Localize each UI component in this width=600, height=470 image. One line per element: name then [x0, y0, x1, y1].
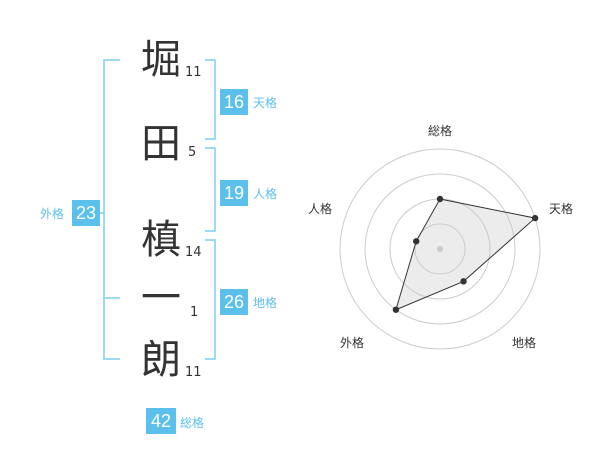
jinkaku-label: 人格: [253, 187, 278, 201]
radar-center: [437, 246, 443, 252]
chikaku-label: 地格: [253, 296, 278, 310]
stroke-count-5: 11: [185, 365, 202, 380]
radar-point: [413, 238, 420, 245]
radar-axis-label-soukaku: 総格: [428, 124, 453, 138]
radar-point: [531, 214, 539, 222]
tenkaku-badge: 16: [220, 89, 248, 115]
radar-ring: [414, 223, 466, 275]
gaikaku-label: 外格: [40, 207, 65, 221]
chikaku-bracket: [205, 239, 216, 360]
stroke-count-1: 11: [185, 65, 202, 80]
name-char-2: 田: [141, 121, 181, 167]
radar-point: [436, 195, 444, 203]
jinkaku-bracket: [205, 147, 216, 232]
name-char-5: 朗: [141, 337, 181, 383]
radar-ring: [364, 173, 516, 325]
chikaku-badge: 26: [220, 289, 248, 315]
soukaku-badge: 42: [146, 408, 176, 434]
radar-point: [392, 306, 400, 313]
name-char-4: 一: [141, 275, 181, 321]
radar-point: [460, 278, 467, 285]
tenkaku-label: 天格: [253, 96, 278, 110]
stroke-count-3: 14: [185, 245, 202, 260]
radar-axis-label-jinkaku: 人格: [308, 202, 333, 216]
stroke-count-4: 1: [190, 305, 199, 320]
gaikaku-bracket: [103, 59, 120, 360]
name-char-3: 槙: [141, 217, 181, 263]
gaikaku-badge: 23: [72, 200, 100, 226]
radar-axis-label-gaikaku: 外格: [340, 336, 365, 350]
stroke-count-2: 5: [188, 145, 197, 160]
name-char-1: 堀: [141, 37, 181, 83]
radar-ring: [339, 148, 541, 350]
tenkaku-bracket: [205, 59, 216, 140]
radar-axis-label-tenkaku: 天格: [549, 202, 574, 216]
soukaku-label: 総格: [180, 416, 205, 430]
radar-polygon: [395, 198, 537, 311]
jinkaku-badge: 19: [220, 180, 248, 206]
radar-axis-label-chikaku: 地格: [512, 336, 537, 350]
